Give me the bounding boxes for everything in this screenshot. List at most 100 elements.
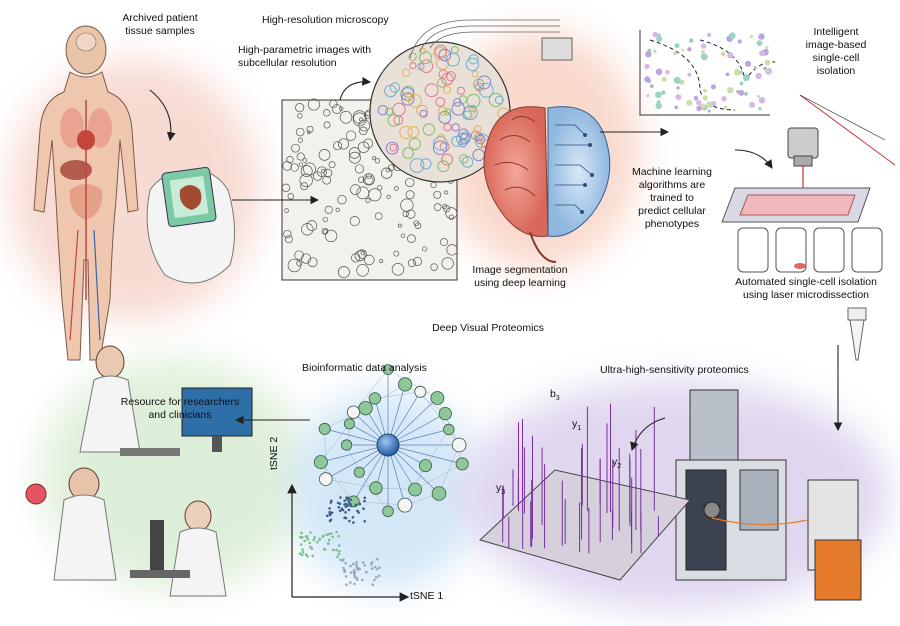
tsne-point — [343, 568, 346, 572]
scatter-point — [764, 59, 771, 66]
segmented-cell — [407, 125, 420, 138]
label-microscopy: High-resolution microscopy — [262, 14, 389, 26]
tissue-cell — [287, 193, 295, 200]
segmented-cell — [456, 86, 465, 95]
scatter-point — [655, 91, 662, 99]
ion-label-b3: b3 — [550, 388, 560, 403]
scatter-point — [727, 87, 734, 94]
segmented-cell — [438, 48, 452, 62]
scatter-point — [758, 107, 762, 111]
tissue-cell — [441, 257, 454, 270]
network-node — [430, 391, 445, 405]
tissue-cell — [381, 167, 393, 179]
segmented-cell — [437, 106, 448, 116]
tissue-cell — [351, 253, 361, 263]
tissue-cell — [307, 257, 318, 268]
tsne-point — [344, 505, 348, 509]
tissue-cell — [400, 233, 406, 238]
tissue-cell — [407, 234, 416, 243]
segmented-cell — [387, 114, 401, 127]
tsne-point — [355, 560, 359, 564]
scatter-point — [766, 68, 770, 72]
tsne-point — [370, 567, 374, 570]
tsne-point — [301, 548, 304, 551]
tissue-cell — [430, 263, 438, 271]
tissue-cell — [350, 184, 361, 195]
tsne-point — [353, 573, 356, 577]
network-edge — [353, 501, 405, 506]
network-graph — [313, 364, 469, 518]
segmented-cell — [377, 105, 388, 116]
tissue-cell — [405, 190, 415, 200]
network-node — [438, 406, 452, 421]
label-intelligent-isolation: Intelligent image-based single-cell isol… — [805, 26, 867, 77]
segmented-cell — [408, 94, 422, 108]
tsne-point — [363, 520, 367, 523]
label-automated-isolation: Automated single-cell isolation using la… — [735, 276, 877, 301]
tsne-point — [342, 566, 345, 570]
tsne-point — [353, 582, 356, 586]
network-edge — [404, 384, 446, 414]
tissue-cell — [376, 185, 383, 191]
tissue-cell — [331, 104, 342, 114]
researchers-illustration — [25, 345, 253, 597]
segmented-cell — [385, 141, 399, 155]
network-node — [368, 392, 382, 405]
network-edge — [387, 493, 440, 512]
tsne-point — [378, 566, 381, 569]
scatter-point — [656, 35, 663, 43]
hand-with-tissue-slide — [146, 166, 236, 284]
tissue-cell — [298, 162, 304, 167]
tissue-cell — [354, 250, 366, 262]
scatter-point — [738, 90, 745, 96]
segmented-cell — [443, 85, 452, 94]
tsne-point — [371, 583, 375, 586]
scatter-point — [674, 105, 678, 110]
scatter-point — [739, 81, 744, 86]
scatter-point — [759, 50, 766, 57]
network-edge — [387, 444, 440, 494]
scatter-point — [696, 100, 702, 106]
tsne-point — [321, 534, 325, 538]
segmented-cell — [456, 132, 469, 145]
network-node — [318, 422, 331, 435]
ion-label-y2: y2 — [612, 456, 622, 471]
tissue-cell — [324, 229, 338, 243]
segmented-cell — [451, 135, 463, 147]
tissue-cell — [322, 216, 328, 223]
tsne-point — [306, 535, 309, 538]
label-image-segmentation: Image segmentation using deep learning — [472, 264, 568, 289]
tissue-cell — [364, 254, 375, 266]
segmented-cell — [477, 75, 492, 90]
tsne-point — [318, 538, 321, 541]
network-edge — [387, 444, 463, 465]
tsne-point — [326, 514, 329, 518]
diagram-title: Deep Visual Proteomics — [432, 322, 544, 334]
segmented-cell — [433, 136, 448, 151]
tsne-point — [337, 534, 341, 538]
tsne-point — [363, 499, 366, 503]
segmented-cell — [389, 143, 398, 152]
tsne-point — [329, 501, 333, 504]
tsne-point — [341, 508, 345, 512]
tsne-point — [349, 498, 353, 502]
scatter-point — [707, 109, 711, 113]
tsne-point — [338, 550, 341, 553]
tissue-cell — [422, 246, 428, 252]
tsne-point — [336, 501, 340, 505]
tissue-cell — [448, 214, 455, 220]
tissue-cell — [301, 223, 314, 236]
segmented-cell — [419, 51, 432, 65]
tsne-point — [308, 541, 312, 545]
tsne-point — [363, 496, 367, 500]
tissue-cell — [323, 109, 331, 117]
tissue-cell — [374, 212, 383, 221]
tsne-point — [375, 575, 378, 579]
tsne-point — [356, 509, 359, 513]
laser-microdissection — [721, 94, 896, 273]
ion-label-y1: y1 — [572, 418, 582, 433]
tissue-cell — [364, 175, 374, 185]
segmented-cell — [392, 102, 406, 117]
scatter-point — [758, 97, 766, 104]
network-node — [343, 418, 355, 430]
